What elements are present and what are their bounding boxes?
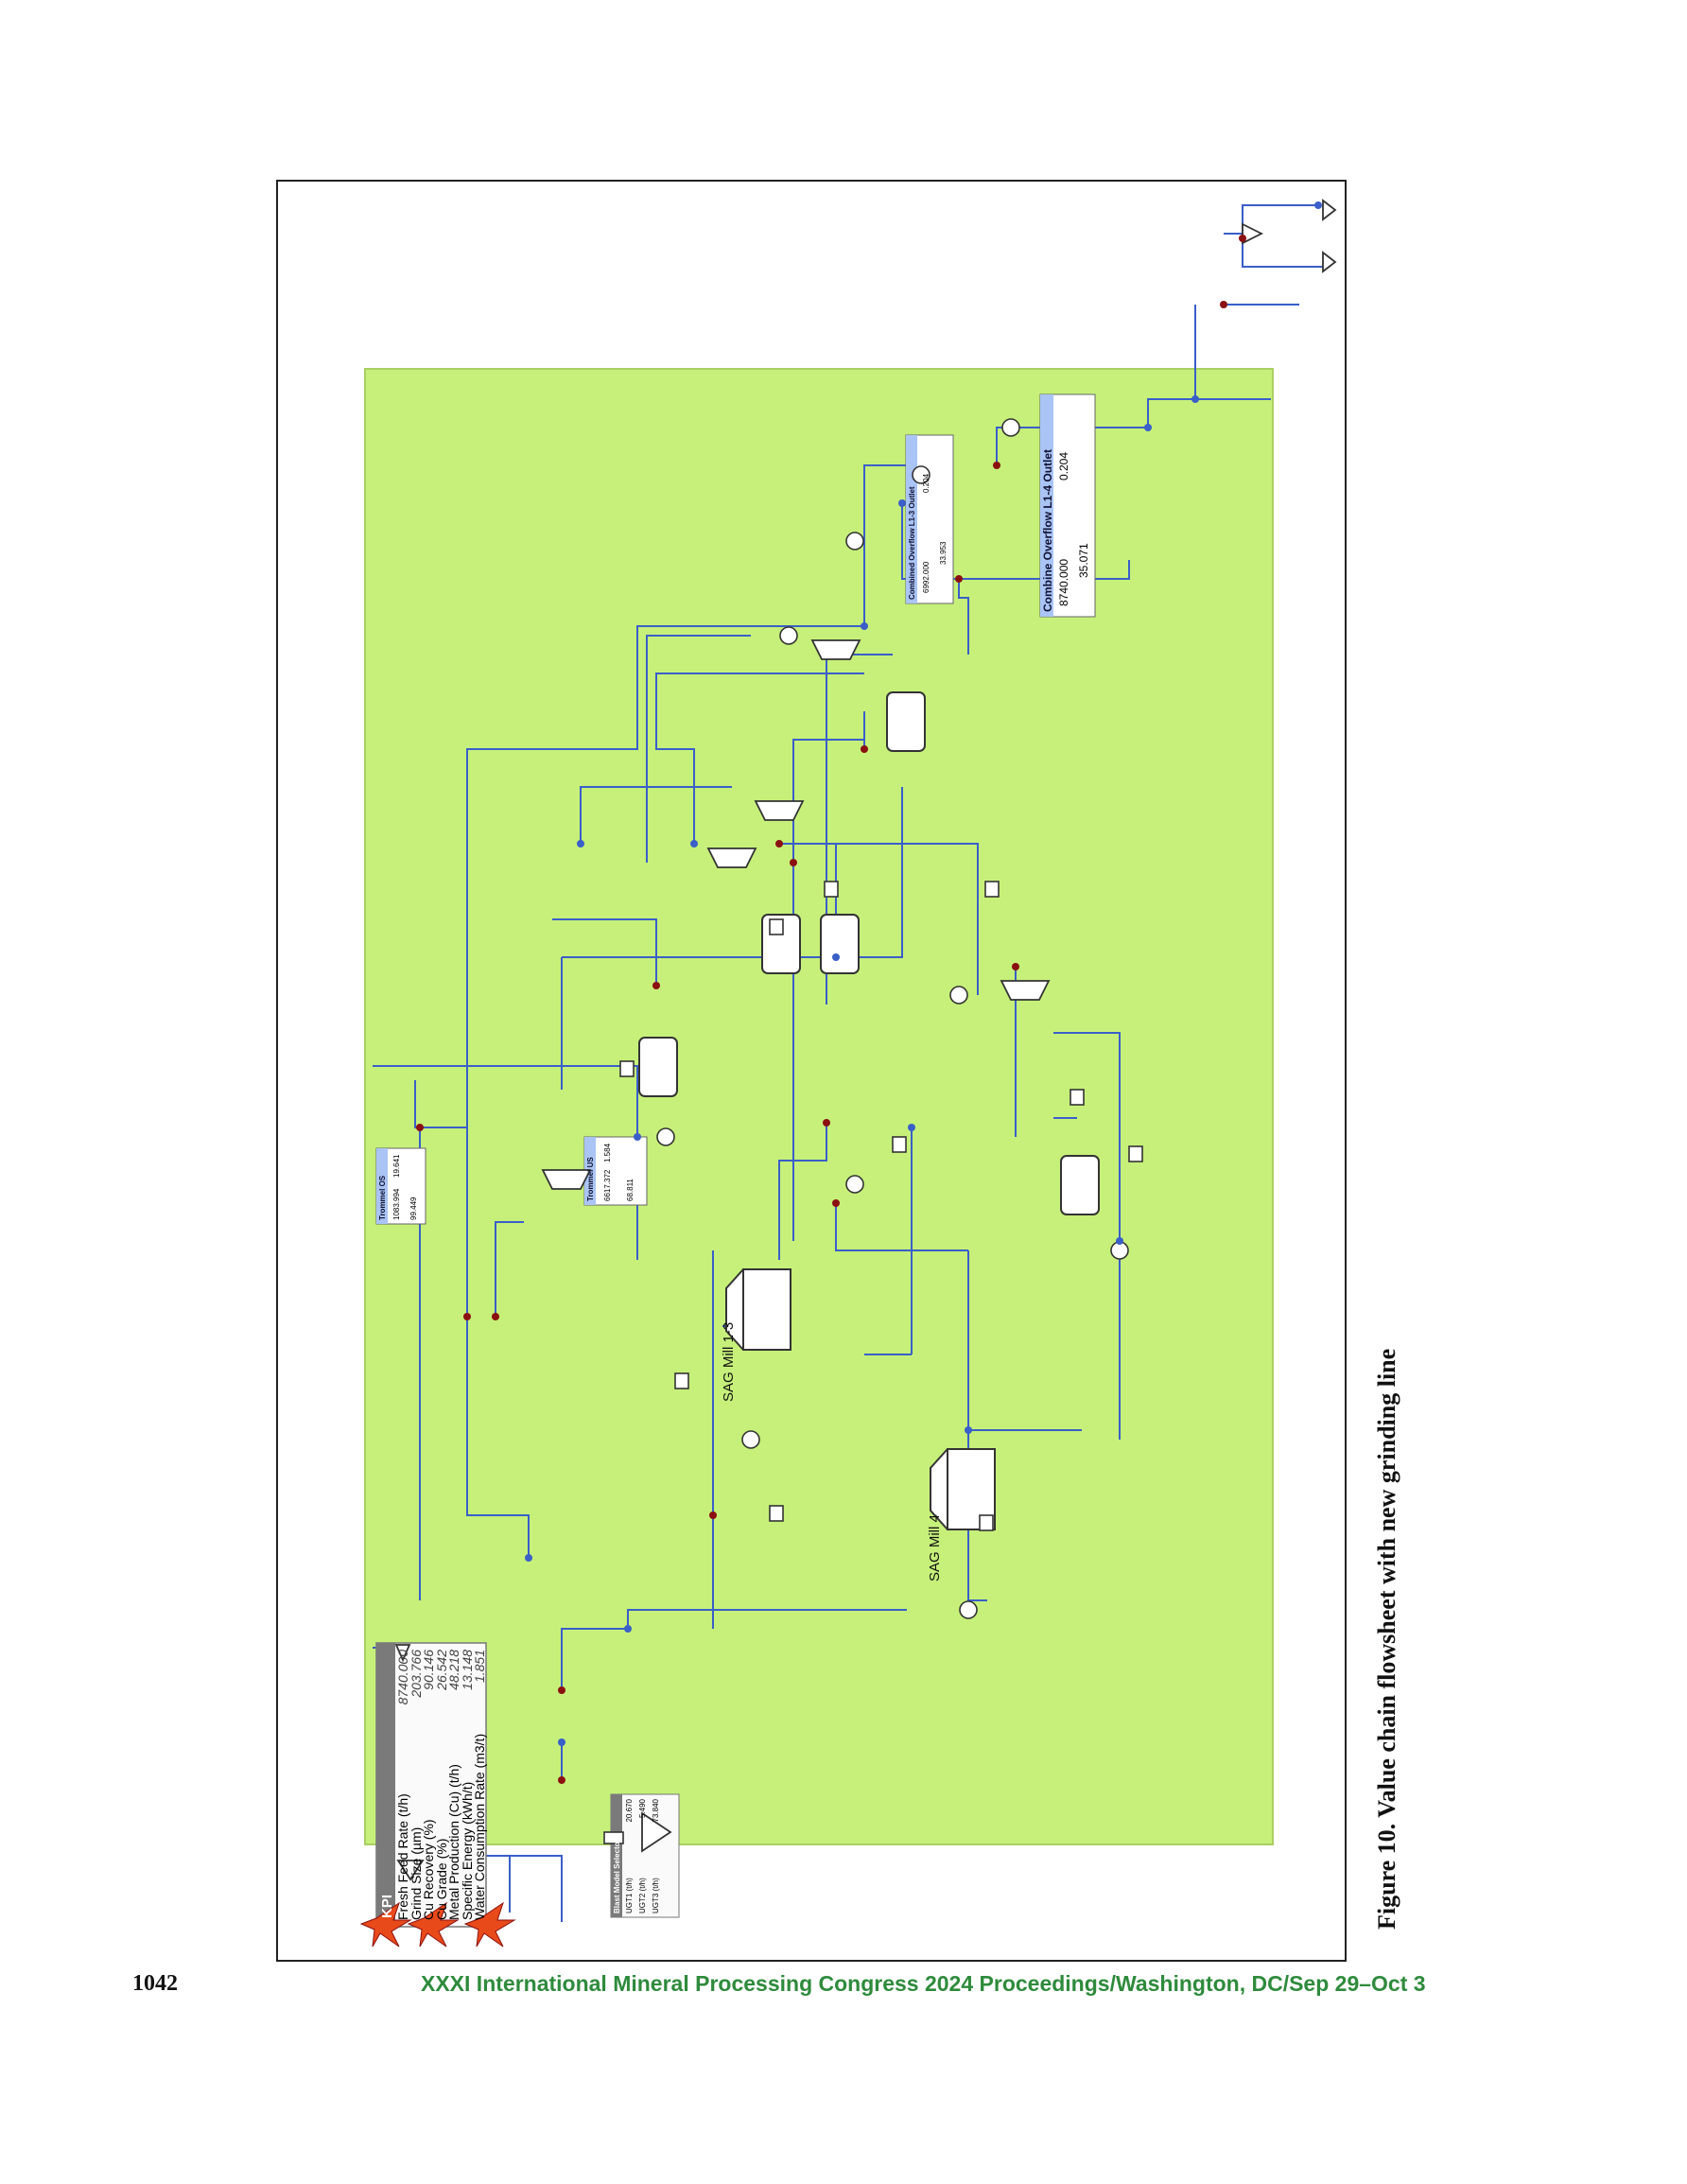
feeder-icon	[619, 1060, 635, 1077]
cyclone-icon	[754, 800, 805, 821]
flotation-icon	[1242, 222, 1264, 245]
blast-row-label: UGT3 (t/h)	[652, 1878, 660, 1913]
combine-overflow-l14-row: 8740.000 0.204	[1054, 395, 1074, 616]
combined-overflow-l13-text: Combined Overflow L1-3 Outlet 6992.000 0…	[907, 436, 952, 603]
blast-icon	[359, 1901, 412, 1948]
crusher-icon	[641, 1811, 672, 1853]
trommel-us-value: 6617.372	[603, 1169, 612, 1201]
trommel-os-text: Trommel OS 1083.994 19.641 99.449	[377, 1149, 423, 1223]
kpi-title: KPI	[379, 1894, 395, 1918]
combine-overflow-l14-value: 35.071	[1077, 543, 1090, 578]
feeder-icon	[674, 1372, 689, 1389]
combined-overflow-l13-title: Combined Overflow L1-3 Outlet	[908, 486, 916, 600]
ball-mill-icon	[1060, 1155, 1100, 1215]
blast-icon	[463, 1901, 516, 1948]
trommel-os-box	[375, 1147, 426, 1225]
combine-overflow-l14-title: Combine Overflow L1-4 Outlet	[1041, 448, 1054, 612]
feeder-icon	[1070, 1089, 1085, 1106]
ball-mill-icon	[638, 1037, 678, 1097]
feeder-icon	[769, 1505, 784, 1522]
feeder-icon	[979, 1514, 994, 1531]
running-footer: XXXI International Mineral Processing Co…	[421, 1971, 1426, 1996]
blast-row: UGT2 (t/h) 5.490	[636, 1795, 650, 1916]
blast-model-selector-text: Blast Model Selector UGT1 (t/h) 20.670 U…	[612, 1795, 663, 1916]
flowsheet-diagram	[359, 199, 1337, 1948]
pump-icon	[845, 532, 864, 550]
feeder-icon	[769, 918, 784, 935]
blast-row-value: 5.490	[638, 1799, 647, 1819]
pump-icon	[912, 465, 930, 484]
pump-icon	[741, 1430, 760, 1449]
kpi-row: Water Consumption Rate (m3/t) 1.851	[472, 1644, 487, 1924]
combine-overflow-l14-box	[1039, 393, 1096, 618]
combine-overflow-l14-value: 8740.000	[1057, 558, 1070, 606]
blast-row: UGT1 (t/h) 20.670	[623, 1795, 636, 1916]
feeder-icon	[892, 1136, 907, 1153]
cyclone-icon	[706, 847, 757, 868]
figure-caption: Figure 10. Value chain flowsheet with ne…	[1373, 1348, 1400, 1930]
combined-overflow-l13-value: 6992.000	[922, 561, 930, 593]
splitter-icon	[394, 1644, 411, 1663]
pump-icon	[845, 1175, 864, 1194]
blast-icon	[407, 1901, 460, 1948]
cyclone-icon	[541, 1169, 592, 1190]
trommel-us-text: Trommel US 6617.372 1.584 68.811	[585, 1138, 642, 1204]
concentrate-icon	[1322, 251, 1337, 273]
trommel-os-value: 99.449	[409, 1197, 418, 1220]
trommel-os-row: 1083.994 19.641	[389, 1149, 406, 1223]
combined-overflow-l13-value: 33.953	[939, 541, 948, 565]
diagram-text-layer: SAG Mill 1-3 SAG Mill 4 KPI Fresh Feed R…	[278, 182, 1348, 1964]
kpi-table	[375, 1642, 487, 1928]
pump-icon	[656, 1127, 675, 1146]
feeder-icon	[984, 881, 1000, 898]
feeder-icon	[603, 1831, 624, 1844]
combined-overflow-l13-value: 0.204	[922, 473, 930, 493]
stream-lines	[373, 204, 1328, 1922]
page-number: 1042	[132, 1971, 178, 1996]
feeder-icon	[824, 881, 839, 898]
trommel-us-value: 68.811	[626, 1179, 635, 1201]
sag-mill-4-icon	[930, 1448, 996, 1530]
pump-icon	[949, 986, 968, 1005]
stockpile-icon	[396, 1860, 425, 1881]
combined-overflow-l13-row: 6992.000 0.204	[918, 436, 935, 603]
tailings-icon	[1322, 199, 1337, 221]
sag-mill-4-label: SAG Mill 4	[927, 1514, 943, 1581]
trommel-os-title: Trommel OS	[378, 1175, 387, 1220]
blast-row-label: UGT2 (t/h)	[638, 1878, 647, 1913]
ball-mill-icon	[886, 691, 926, 752]
trommel-us-value: 1.584	[603, 1143, 612, 1162]
trommel-os-value: 1083.994	[392, 1188, 401, 1220]
pump-icon	[959, 1600, 978, 1619]
cyclone-icon	[1000, 980, 1051, 1001]
figure-frame: SAG Mill 1-3 SAG Mill 4 KPI Fresh Feed R…	[276, 180, 1347, 1962]
connection-nodes	[416, 201, 1322, 1784]
trommel-os-value: 19.641	[392, 1154, 401, 1178]
kpi-row-value: 1.851	[472, 1650, 487, 1684]
kpi-row-label: Water Consumption Rate (m3/t)	[472, 1733, 487, 1920]
trommel-us-row: 6617.372 1.584	[597, 1138, 619, 1204]
blast-model-title: Blast Model Selector	[613, 1839, 621, 1913]
sag-mill-1-3-icon	[725, 1268, 791, 1351]
combine-overflow-l14-text: Combine Overflow L1-4 Outlet 8740.000 0.…	[1041, 395, 1094, 616]
flowsheet-canvas	[364, 368, 1274, 1845]
blast-row-label: UGT1 (t/h)	[625, 1878, 634, 1913]
blast-row: UGT3 (t/h) 73.840	[650, 1795, 663, 1916]
cyclone-icon	[810, 639, 861, 660]
feeder-icon	[1128, 1145, 1143, 1162]
pump-icon	[1001, 418, 1020, 437]
pump-icon	[779, 626, 798, 645]
trommel-us-title: Trommel US	[586, 1157, 595, 1201]
blast-row-value: 73.840	[652, 1799, 660, 1823]
ball-mill-icon	[820, 914, 860, 974]
kpi-table-text: KPI Fresh Feed Rate (t/h) 8740.000 Grind…	[378, 1644, 487, 1924]
blast-row-value: 20.670	[625, 1799, 634, 1823]
combine-overflow-l14-value: 0.204	[1057, 451, 1070, 480]
sag-mill-1-3-label: SAG Mill 1-3	[721, 1321, 737, 1402]
blast-model-selector	[610, 1793, 680, 1918]
